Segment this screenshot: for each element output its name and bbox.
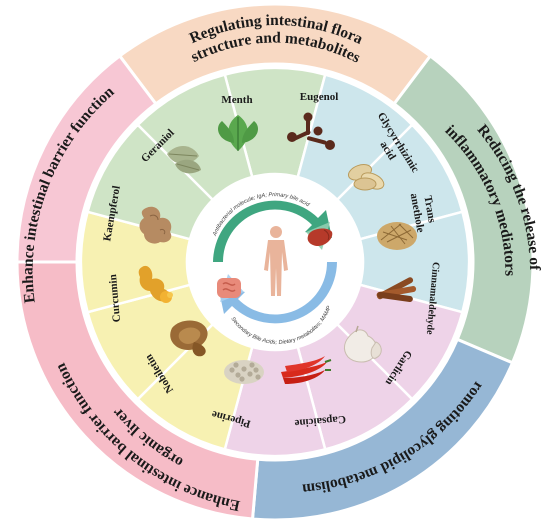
compound-label-capsaicine: Capsaicine — [294, 413, 346, 429]
bay-leaf-icon — [167, 145, 201, 174]
green-cycle-arrow — [213, 200, 332, 262]
turmeric-icon — [138, 265, 173, 303]
outer-ring — [15, 2, 535, 522]
compound-label-anethole: Trans anethole — [408, 190, 440, 234]
intestine-icon — [217, 278, 241, 298]
compound-ring — [79, 66, 471, 458]
clove-icon — [287, 112, 335, 150]
compound-icons — [138, 112, 417, 384]
licorice-slices-icon — [347, 164, 385, 191]
blue-cycle-arrow — [218, 262, 337, 324]
compound-sector-geraniol — [136, 73, 254, 202]
cinnamon-sticks-icon — [376, 277, 417, 303]
citrus-peel-icon — [170, 320, 208, 357]
outer-sector-barrier — [15, 53, 158, 264]
chili-pepper-icon — [281, 356, 332, 384]
human-body-icon — [264, 226, 288, 296]
anise-pile-icon — [377, 222, 417, 250]
liver-icon — [307, 228, 333, 246]
compound-label-eugenol: Eugenol — [300, 91, 339, 103]
mint-leaf-icon — [218, 115, 258, 151]
pepper-seeds-icon — [224, 360, 264, 384]
compound-label-menth: Menth — [221, 94, 252, 106]
compound-label-curcumin: Curcumin — [107, 274, 123, 323]
garlic-icon — [343, 325, 382, 363]
compound-label-anethole-line1: Trans — [421, 195, 438, 225]
ginger-root-icon — [139, 206, 172, 244]
core-circle: Antibacterial molecule; IgA; Primary bil… — [197, 184, 353, 346]
